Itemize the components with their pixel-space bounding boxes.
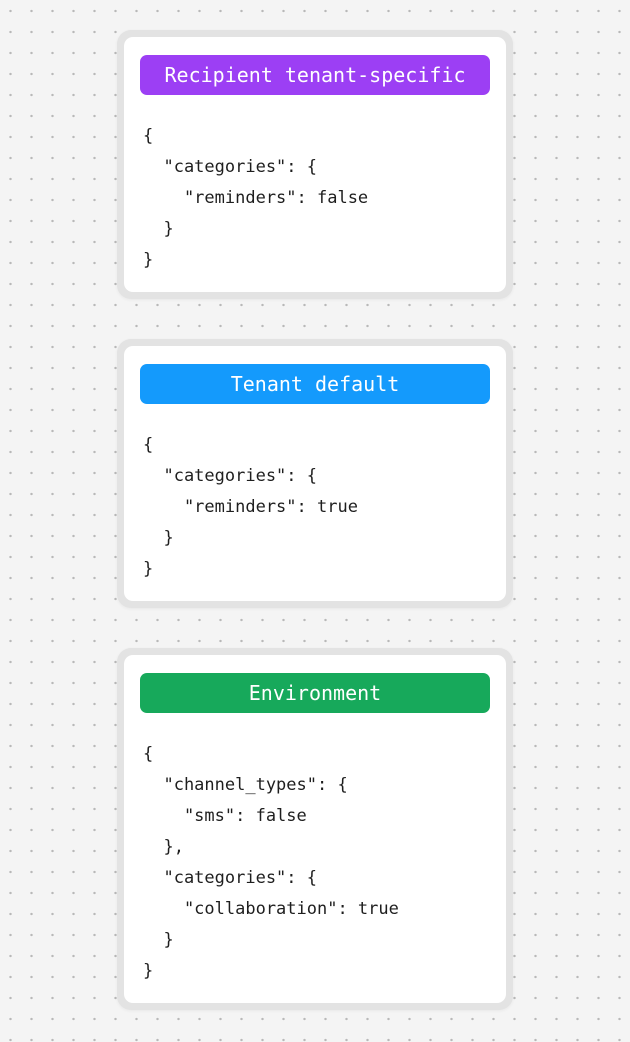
card-body: Recipient tenant-specific { "categories"…: [124, 37, 506, 292]
json-code-tenant-default: { "categories": { "reminders": true } }: [143, 435, 358, 579]
environment-badge: Environment: [140, 673, 490, 713]
card-environment: Environment { "channel_types": { "sms": …: [117, 648, 513, 1010]
json-code-recipient-tenant-specific: { "categories": { "reminders": false } }: [143, 126, 369, 270]
card-recipient-tenant-specific: Recipient tenant-specific { "categories"…: [117, 30, 513, 299]
card-body: Environment { "channel_types": { "sms": …: [124, 655, 506, 1003]
json-code-environment: { "channel_types": { "sms": false }, "ca…: [143, 744, 399, 981]
recipient-tenant-specific-badge: Recipient tenant-specific: [140, 55, 490, 95]
card-tenant-default: Tenant default { "categories": { "remind…: [117, 339, 513, 608]
card-body: Tenant default { "categories": { "remind…: [124, 346, 506, 601]
tenant-default-badge: Tenant default: [140, 364, 490, 404]
